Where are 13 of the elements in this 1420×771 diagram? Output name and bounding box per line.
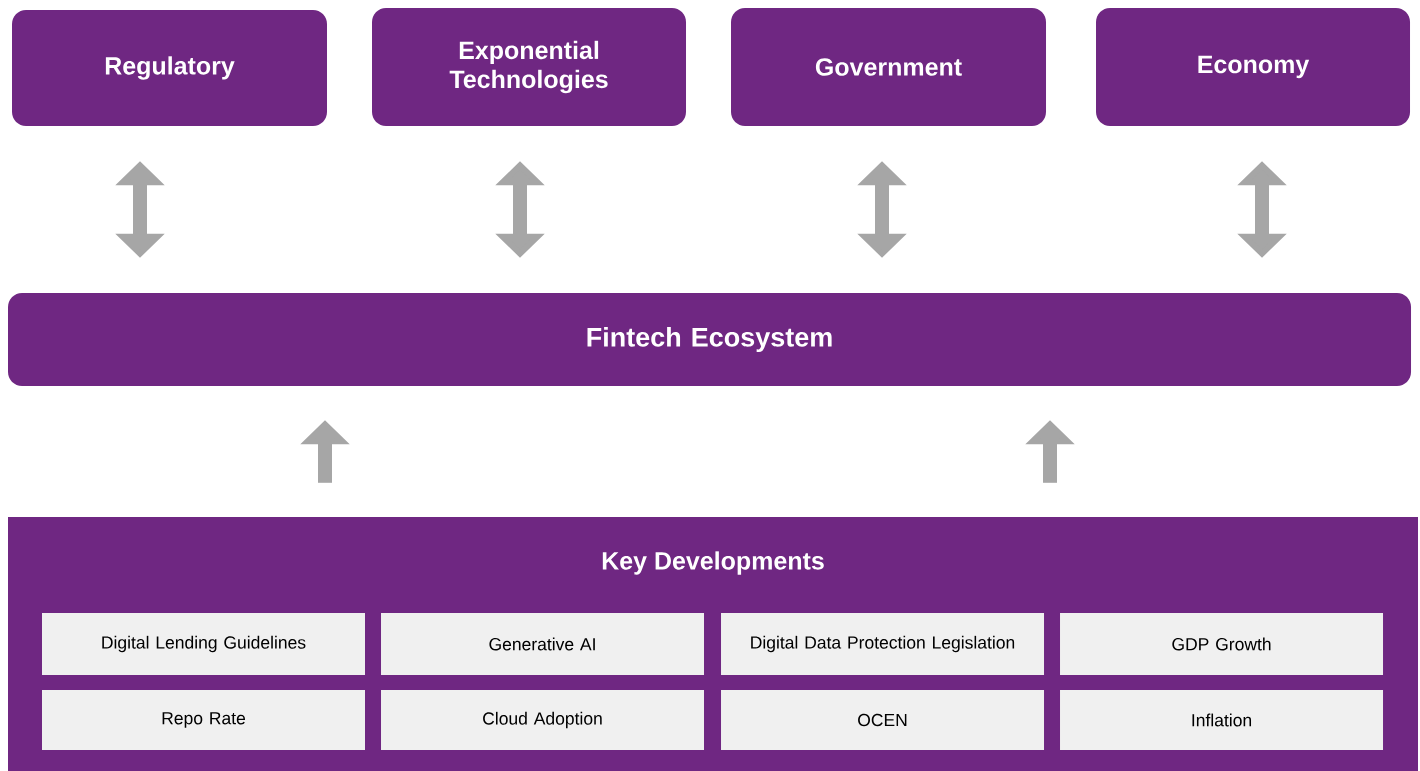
category-box: Regulatory [12, 10, 327, 126]
item-box: Generative AI [381, 613, 704, 675]
category-box: Fintech Ecosystem [8, 293, 1411, 386]
category-box: Exponential Technologies [372, 8, 686, 126]
category-box: Economy [1096, 8, 1410, 126]
item-box: OCEN [721, 690, 1044, 750]
item-box: GDP Growth [1060, 613, 1383, 675]
item-box: Repo Rate [42, 690, 365, 750]
item-box: Digital Lending Guidelines [42, 613, 365, 675]
category-box: Government [731, 8, 1046, 126]
item-box: Digital Data Protection Legislation [721, 613, 1044, 675]
item-box: Cloud Adoption [381, 690, 704, 750]
item-box: Inflation [1060, 690, 1383, 750]
